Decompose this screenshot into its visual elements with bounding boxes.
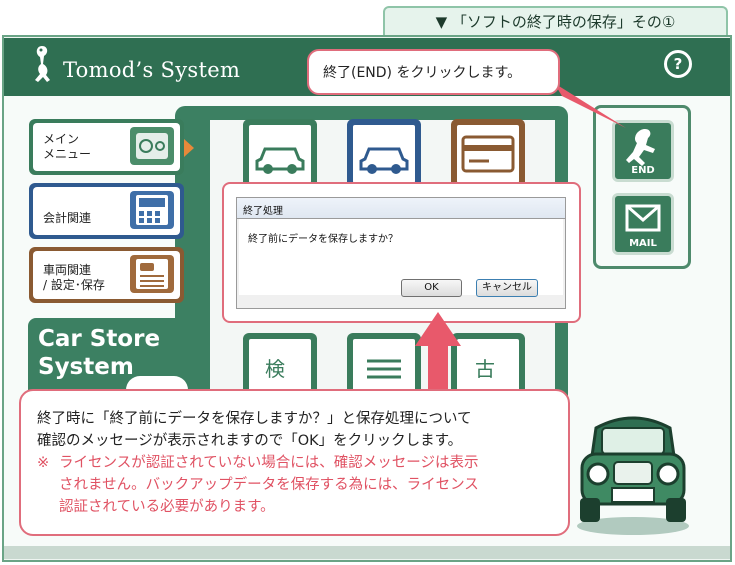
end-callout: 終了(END) をクリックします。: [307, 49, 560, 95]
product-logo-partial: [126, 376, 188, 391]
cancel-button[interactable]: キャンセル: [476, 279, 538, 297]
instruction-line-2: 確認のメッセージが表示されますので「OK」をクリックします。: [37, 433, 463, 449]
note-line-1: ライセンスが認証されていない場合には、確認メッセージは表示: [59, 455, 479, 471]
help-icon[interactable]: ?: [664, 50, 692, 78]
gecko-run-icon: [626, 129, 655, 166]
menu-tile-card[interactable]: [451, 119, 525, 189]
mail-button-label: MAIL: [629, 238, 657, 249]
car-illustration-icon: [577, 416, 689, 535]
car-icon: [255, 147, 305, 174]
sidebar-item-label: 車両関連 / 設定･保存: [43, 263, 105, 292]
end-callout-text: 終了(END) をクリックします。: [323, 65, 522, 81]
used-kanji: 古: [475, 357, 495, 381]
sidebar-item-label: メイン メニュー: [43, 132, 92, 161]
envelope-icon: [625, 204, 661, 232]
sidebar-item-vehicle-settings[interactable]: 車両関連 / 設定･保存: [29, 247, 184, 303]
vehicle-document-icon: [130, 255, 174, 293]
sidebar-item-accounting[interactable]: 会計関連: [29, 183, 184, 239]
instruction-line-1: 終了時に「終了前にデータを保存しますか？」と保存処理について: [37, 411, 472, 427]
note-block: ※ ライセンスが認証されていない場合には、確認メッセージは表示 されません。バッ…: [37, 452, 552, 518]
footer-strip: [4, 546, 730, 559]
banner-text: ▼ 「ソフトの終了時の保存」その①: [435, 13, 676, 31]
sidebar-item-main-menu[interactable]: メイン メニュー: [29, 119, 184, 175]
ok-button[interactable]: OK: [401, 279, 462, 297]
tile-paper: [249, 125, 311, 183]
up-arrow-icon: [415, 312, 461, 394]
tile-paper: [353, 339, 415, 397]
dialog-title: 終了処理: [236, 197, 566, 219]
sidebar-item-label: 会計関連: [43, 211, 92, 225]
note-mark: ※: [37, 455, 50, 471]
mail-button[interactable]: MAIL: [612, 193, 674, 255]
note-line-2: されません。バックアップデータを保存する為には、ライセンス: [59, 477, 479, 493]
car-icon: [359, 147, 409, 174]
end-button[interactable]: END: [612, 120, 674, 182]
product-title-text: Car Store System: [38, 326, 161, 380]
document-icon: [367, 359, 401, 379]
section-banner: ▼ 「ソフトの終了時の保存」その①: [383, 6, 728, 35]
dialog-message: 終了前にデータを保存しますか？: [248, 234, 398, 245]
tile-paper: [353, 125, 415, 183]
instruction-callout: 終了時に「終了前にデータを保存しますか？」と保存処理について 確認のメッセージが…: [19, 389, 570, 536]
card-icon: [461, 135, 515, 173]
menu-tile-vehicle[interactable]: [243, 119, 317, 189]
active-arrow-icon: [184, 139, 194, 157]
note-text: ライセンスが認証されていない場合には、確認メッセージは表示 されません。バックア…: [59, 452, 479, 518]
tile-paper: 古: [457, 339, 519, 397]
end-button-label: END: [631, 165, 655, 176]
menu-tile-vehicle-accounting[interactable]: [347, 119, 421, 189]
gecko-logo-icon: [35, 46, 50, 82]
callout-pointer: [554, 83, 626, 128]
app-title: Tomod’s System: [63, 58, 241, 82]
tile-paper: [457, 125, 519, 183]
inspection-kanji: 検: [265, 357, 285, 381]
note-line-3: 認証されている必要があります。: [59, 499, 275, 515]
calculator-icon: [130, 191, 174, 229]
tile-paper: 検: [249, 339, 311, 397]
dashboard-icon: [130, 127, 174, 165]
product-title: Car Store System: [38, 325, 160, 381]
